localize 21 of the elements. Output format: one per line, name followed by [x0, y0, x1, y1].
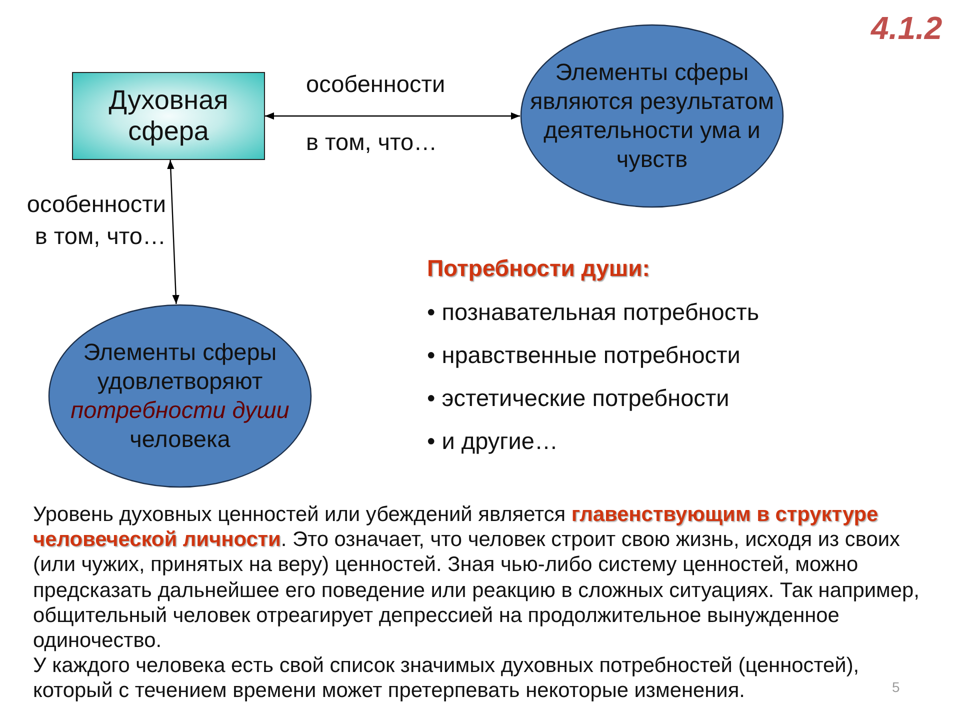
- annotation-text: особенности: [26, 190, 166, 218]
- page-number: 5: [892, 679, 900, 696]
- list-item: • познавательная потребность: [427, 298, 760, 326]
- body-paragraph: Уровень духовных ценностей или убеждений является главенствующим в структуре человеческой личности. Это означает, что человек строит свою жизнь, исходя из своих (или чужих, принятых на веру) ценностей. Зная чью-либо систему ценностей, можно предсказать дальнейшее его поведение или реакцию в сложных ситуациях. Так например, общительный человек отреагирует депрессией на продолжительное вынужденное одиночество.: [33, 502, 920, 654]
- body-paragraph: У каждого человека есть свой список значимых духовных потребностей (ценностей), который с течением времени может претерпевать некоторые изменения.: [33, 653, 860, 704]
- ellipse-node: [48, 304, 312, 488]
- list-heading: Потребности души:: [427, 255, 650, 283]
- list-item: • и другие…: [427, 427, 558, 456]
- list-item: • эстетические потребности: [427, 384, 730, 412]
- list-item: • нравственные потребности: [427, 341, 740, 370]
- concept-box: [72, 72, 265, 160]
- node-text: Элементы сферы являются результатом деятельности ума и чувств: [529, 58, 775, 174]
- ellipse-node: [520, 24, 784, 208]
- double-arrow: [167, 160, 180, 304]
- annotation-text: в том, что…: [34, 222, 166, 250]
- double-arrow: [265, 112, 520, 120]
- node-text: Духовная сфера: [108, 85, 230, 147]
- node-text: Элементы сферы удовлетворяют потребности души человека: [70, 338, 290, 454]
- annotation-text: в том, что…: [306, 128, 438, 156]
- section-number: 4.1.2: [871, 9, 942, 48]
- annotation-text: особенности: [306, 70, 446, 98]
